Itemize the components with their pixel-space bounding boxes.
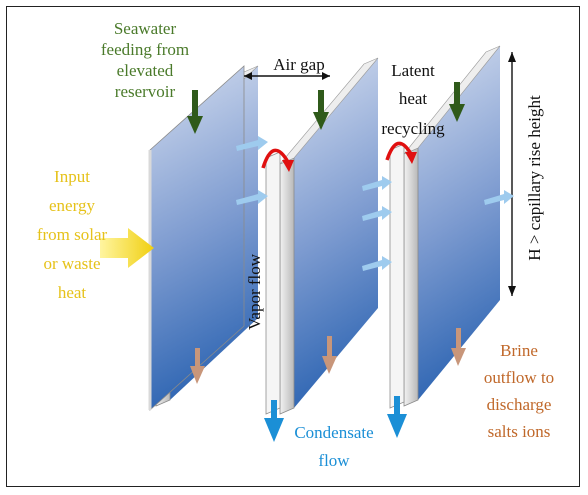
- feed-arrow-1: [187, 90, 203, 134]
- condensate-arrow-2: [387, 396, 407, 438]
- panel-3: [279, 57, 379, 415]
- latent-line-1: Latent: [391, 61, 435, 80]
- brine-line-2: outflow to: [484, 368, 554, 387]
- input-energy-label: Input energy from solar or waste heat: [37, 167, 108, 302]
- input-line-2: energy: [49, 196, 95, 215]
- condensate-line-2: flow: [318, 451, 350, 470]
- panel-1: [148, 65, 245, 411]
- latent-line-3: recycling: [381, 119, 445, 138]
- seawater-line-3: elevated: [117, 61, 174, 80]
- recycle-arrow-2: [385, 141, 417, 164]
- brine-label: Brine outflow to discharge salts ions: [484, 341, 554, 441]
- feed-arrow-2: [313, 90, 329, 130]
- brine-line-4: salts ions: [488, 422, 551, 441]
- panel-4: [403, 45, 501, 407]
- capillary-label: H > capillary rise height: [525, 95, 544, 261]
- condensing-sheet-left: [265, 151, 281, 415]
- air-gap-label: Air gap: [273, 55, 324, 74]
- seawater-label: Seawater feeding from elevated reservoir: [101, 19, 189, 101]
- recycle-arrow-1: [261, 148, 294, 172]
- input-line-3: from solar: [37, 225, 108, 244]
- height-arrow: [508, 52, 516, 296]
- input-energy-arrow: [100, 228, 154, 268]
- vapor-arrows: [236, 136, 514, 271]
- condensing-sheet-right: [389, 143, 405, 409]
- seawater-line-1: Seawater: [114, 19, 177, 38]
- condensate-arrow-1: [264, 400, 284, 442]
- condensate-label: Condensate flow: [294, 423, 373, 470]
- condensate-line-1: Condensate: [294, 423, 373, 442]
- input-line-4: or waste: [43, 254, 100, 273]
- input-line-1: Input: [54, 167, 90, 186]
- drain-arrow-2: [322, 336, 337, 374]
- feed-arrow-3: [449, 82, 465, 122]
- air-gap-arrow: [244, 72, 330, 80]
- input-line-5: heat: [58, 283, 87, 302]
- drain-arrow-1: [190, 348, 205, 384]
- seawater-line-4: reservoir: [115, 82, 176, 101]
- latent-heat-label: Latent heat recycling: [381, 61, 445, 138]
- seawater-line-2: feeding from: [101, 40, 189, 59]
- vapor-flow-label: Vapor flow: [245, 253, 264, 330]
- brine-line-3: discharge: [487, 395, 552, 414]
- drain-arrow-3: [451, 328, 466, 366]
- latent-line-2: heat: [399, 89, 428, 108]
- brine-line-1: Brine: [500, 341, 538, 360]
